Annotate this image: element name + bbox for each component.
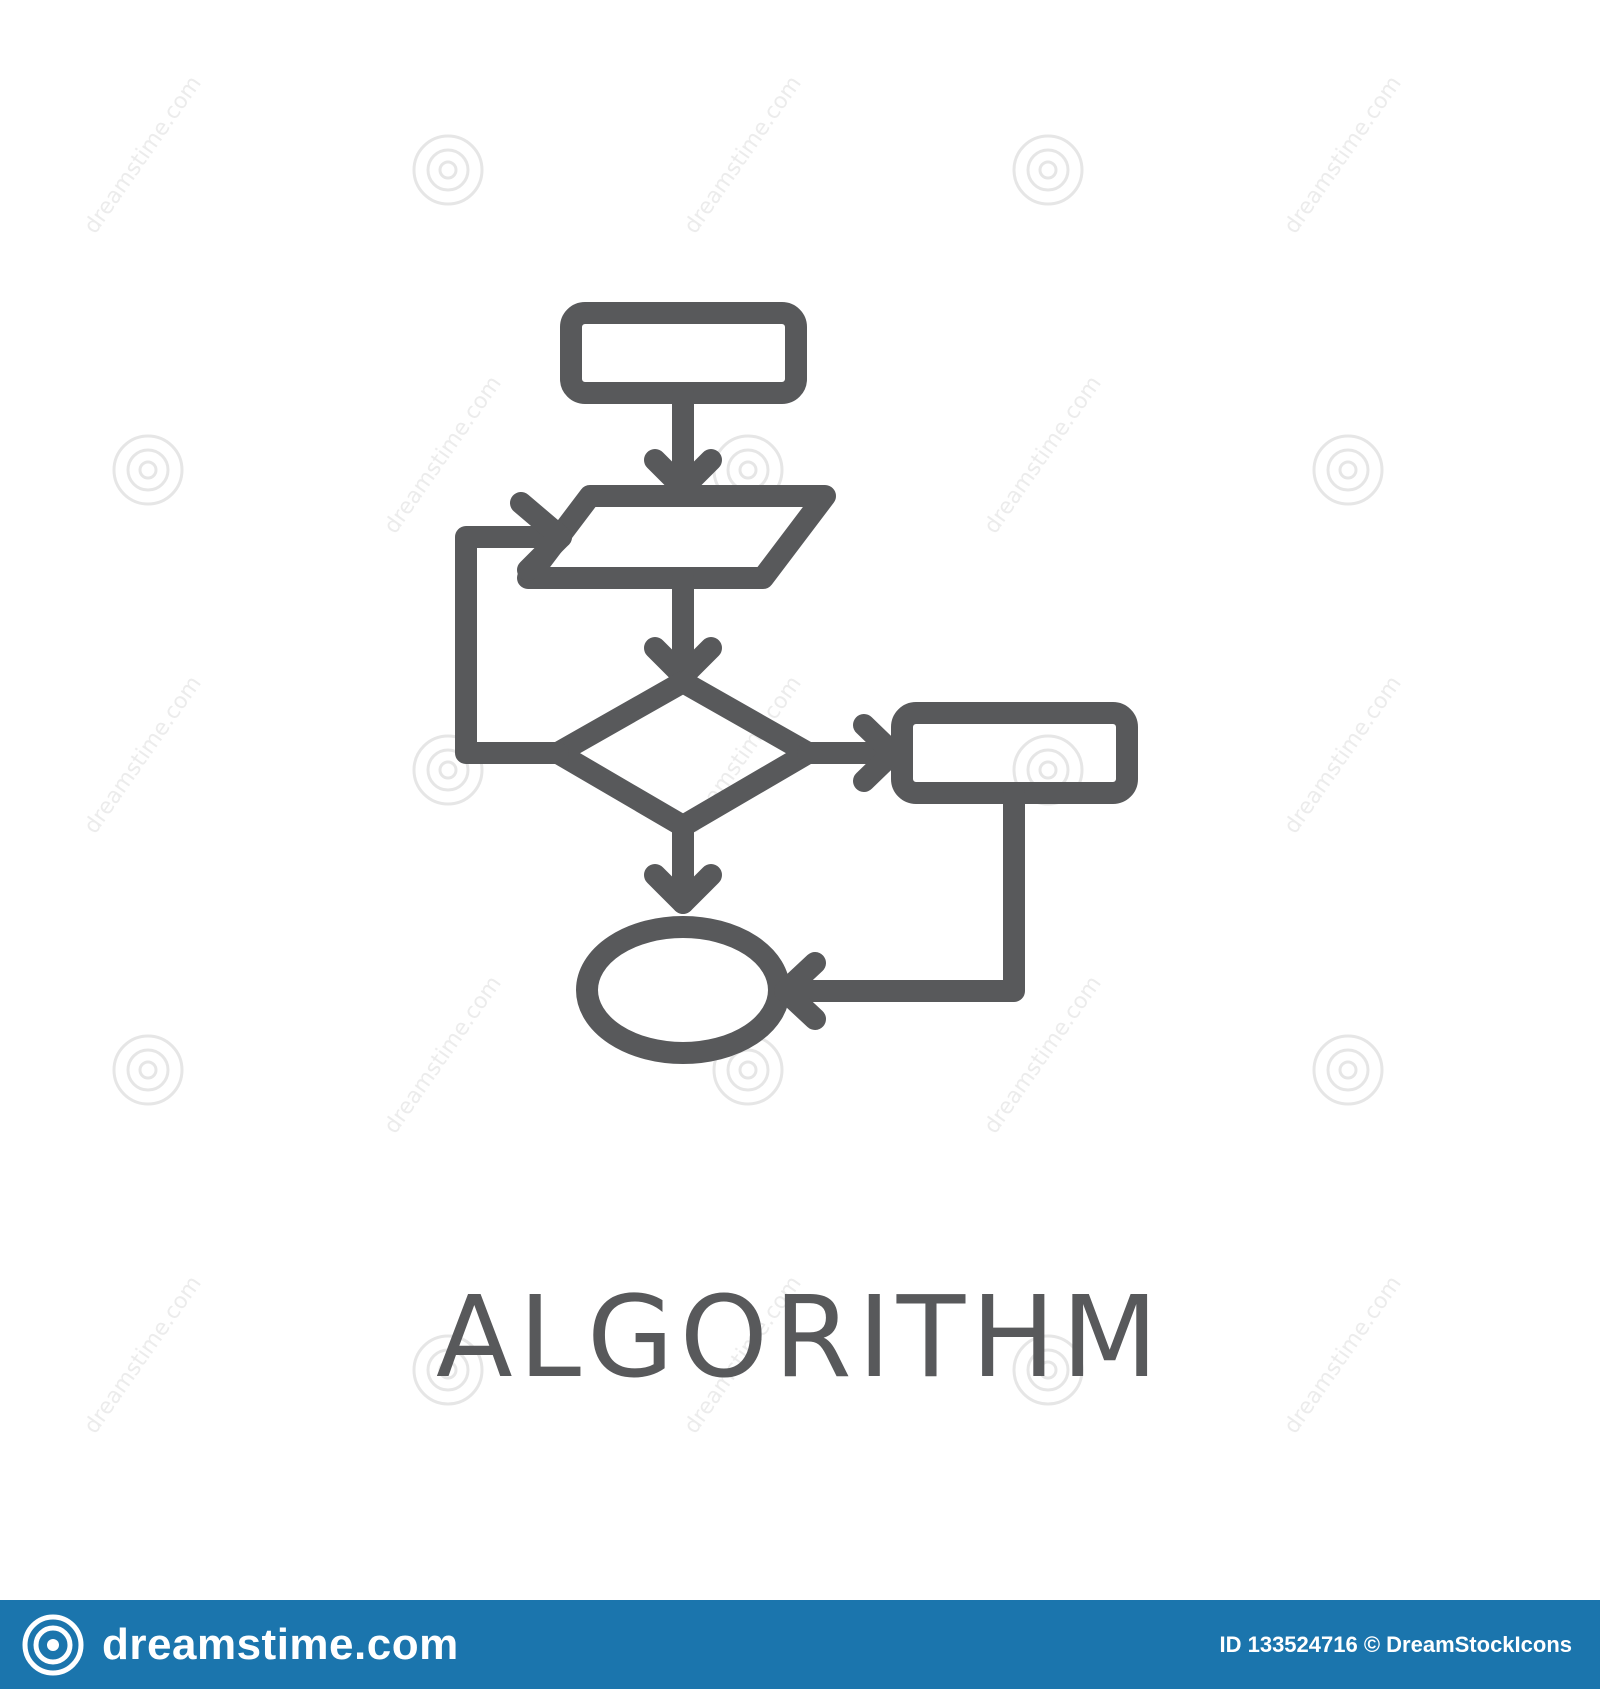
decision-diamond — [547, 671, 819, 837]
footer-bar: dreamstime.com ID 133524716 © DreamStock… — [0, 1600, 1600, 1689]
arrow-head-down — [644, 864, 722, 914]
flowchart-icon — [455, 302, 1138, 1064]
loop-back-line — [455, 526, 572, 764]
start-rectangle — [560, 302, 807, 404]
stock-id-label: ID 133524716 © DreamStockIcons — [1219, 1631, 1572, 1657]
icon-caption: ALGORITHM — [435, 1273, 1165, 1403]
input-parallelogram — [517, 485, 836, 589]
arrow-head-left — [774, 952, 826, 1030]
arrow-head-right — [510, 492, 572, 581]
process-rectangle — [891, 702, 1138, 804]
end-ellipse — [576, 916, 790, 1064]
brand[interactable]: dreamstime.com — [22, 1614, 459, 1676]
dreamstime-swirl-icon — [22, 1614, 84, 1675]
return-line — [774, 782, 1025, 1002]
brand-name: dreamstime.com — [102, 1619, 459, 1669]
